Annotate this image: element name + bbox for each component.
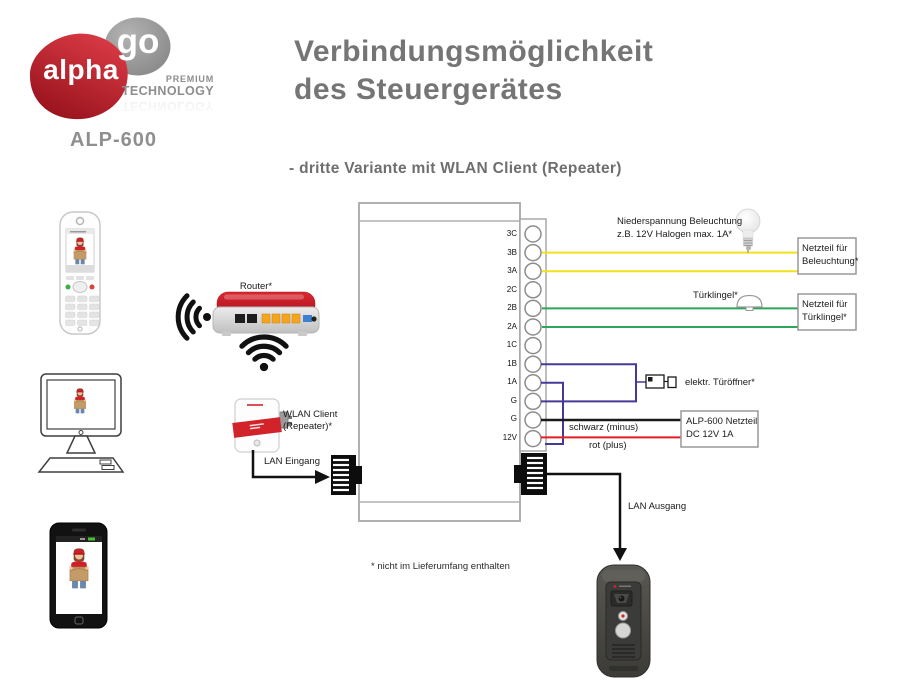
page-subtitle: - dritte Variante mit WLAN Client (Repea… — [289, 160, 622, 177]
terminal-strip — [519, 218, 547, 452]
logo-red-blob — [29, 33, 128, 120]
status-led — [613, 585, 617, 588]
terminal-label-2b: 2B — [507, 303, 517, 312]
doorbell-label: Türklingel* — [693, 290, 738, 301]
handset-photo — [59, 211, 101, 335]
terminal-label-2c: 2C — [506, 285, 517, 294]
lan-ports — [261, 313, 301, 324]
logo-tagline: PREMIUM TECHNOLOGY — [118, 74, 214, 98]
logo-alpha-text: alpha — [43, 54, 119, 85]
logo-tagline-reflection: PREMIUM TECHNOLOGY — [121, 99, 214, 123]
terminal-label-1c: 1C — [506, 340, 517, 349]
wlan-client-label: WLAN Client — [283, 409, 338, 420]
arrow-down-icon — [613, 548, 627, 561]
wiring — [541, 251, 798, 445]
terminal-label-12v: 12V — [502, 433, 517, 442]
wifi-signal-center-icon — [242, 337, 286, 371]
footnote: * nicht im Lieferumfang enthalten — [371, 561, 510, 572]
model-label: ALP-600 — [70, 129, 158, 151]
rj45-jack-left — [331, 455, 362, 495]
terminal-label-g2: G — [510, 414, 517, 423]
tagline-premium: PREMIUM — [165, 74, 214, 84]
logo-go-text: go — [116, 22, 160, 61]
psu-doorbell-box — [797, 293, 857, 331]
terminal-circles — [524, 225, 542, 448]
brand-logo — [29, 17, 171, 120]
lan-in-wire — [251, 450, 330, 484]
psu-doorbell-text: Netzteil für Türklingel* — [802, 299, 848, 323]
lighting-note: Niederspannung Beleuchtung — [617, 216, 743, 227]
psu-main-text: ALP-600 Netzteil DC 12V 1A — [686, 416, 758, 440]
terminal-label-3c: 3C — [506, 229, 517, 238]
rj45-jack-right — [514, 453, 547, 495]
terminal-label-1b: 1B — [507, 359, 517, 368]
wlan-client-label-2: (Repeater)* — [283, 421, 333, 432]
terminal-label-3b: 3B — [507, 248, 517, 257]
door-station-photo — [596, 564, 651, 678]
battery-icon — [88, 537, 95, 541]
doorbell-icon — [736, 294, 763, 311]
door-opener-label: elektr. Türöffner* — [685, 377, 755, 388]
page-title: Verbindungsmöglichkeit des Steuergerätes — [294, 35, 654, 106]
terminal-label-2a: 2A — [507, 322, 517, 331]
light-bulb-icon — [735, 208, 761, 253]
arrow-right-icon — [315, 470, 330, 484]
speaker-grille — [612, 644, 635, 658]
doorbell-button — [615, 622, 631, 639]
wire-dooropener-purple — [541, 363, 637, 403]
tagline-technology: TECHNOLOGY — [121, 84, 214, 98]
smartphone-photo — [49, 522, 108, 629]
call-key-icon — [65, 284, 71, 290]
desktop-photo — [37, 373, 125, 473]
mic-icon — [77, 326, 83, 332]
keypad — [65, 295, 100, 326]
lan-in-label: LAN Eingang — [264, 456, 320, 467]
lan-out-wire — [547, 472, 627, 561]
control-unit-box — [358, 202, 521, 522]
ok-key-icon — [72, 281, 88, 293]
lighting-note-2: z.B. 12V Halogen max. 1A* — [617, 228, 733, 240]
terminal-label-1a: 1A — [507, 377, 517, 386]
wire-jumper-1a-12v — [541, 381, 564, 445]
wifi-signal-left-icon — [178, 296, 211, 339]
earpiece-icon — [75, 216, 85, 226]
router-label: Router* — [239, 281, 273, 292]
psu-main-box — [680, 410, 759, 448]
wire-black-label: schwarz (minus) — [569, 422, 639, 433]
home-button-icon — [74, 616, 84, 625]
psu-lighting-text: Netzteil für Beleuchtung* — [802, 243, 859, 267]
terminal-label-3a: 3A — [507, 266, 517, 275]
router-photo — [212, 291, 320, 336]
psu-lighting-box — [797, 237, 857, 275]
wan-port — [303, 315, 312, 322]
door-opener-lock-icon — [645, 374, 677, 389]
terminal-label-g1: G — [510, 396, 517, 405]
lan-out-label: LAN Ausgang — [628, 501, 687, 512]
hangup-key-icon — [89, 284, 95, 290]
wire-red-label: rot (plus) — [589, 440, 627, 451]
wlan-repeater-photo — [232, 398, 292, 453]
